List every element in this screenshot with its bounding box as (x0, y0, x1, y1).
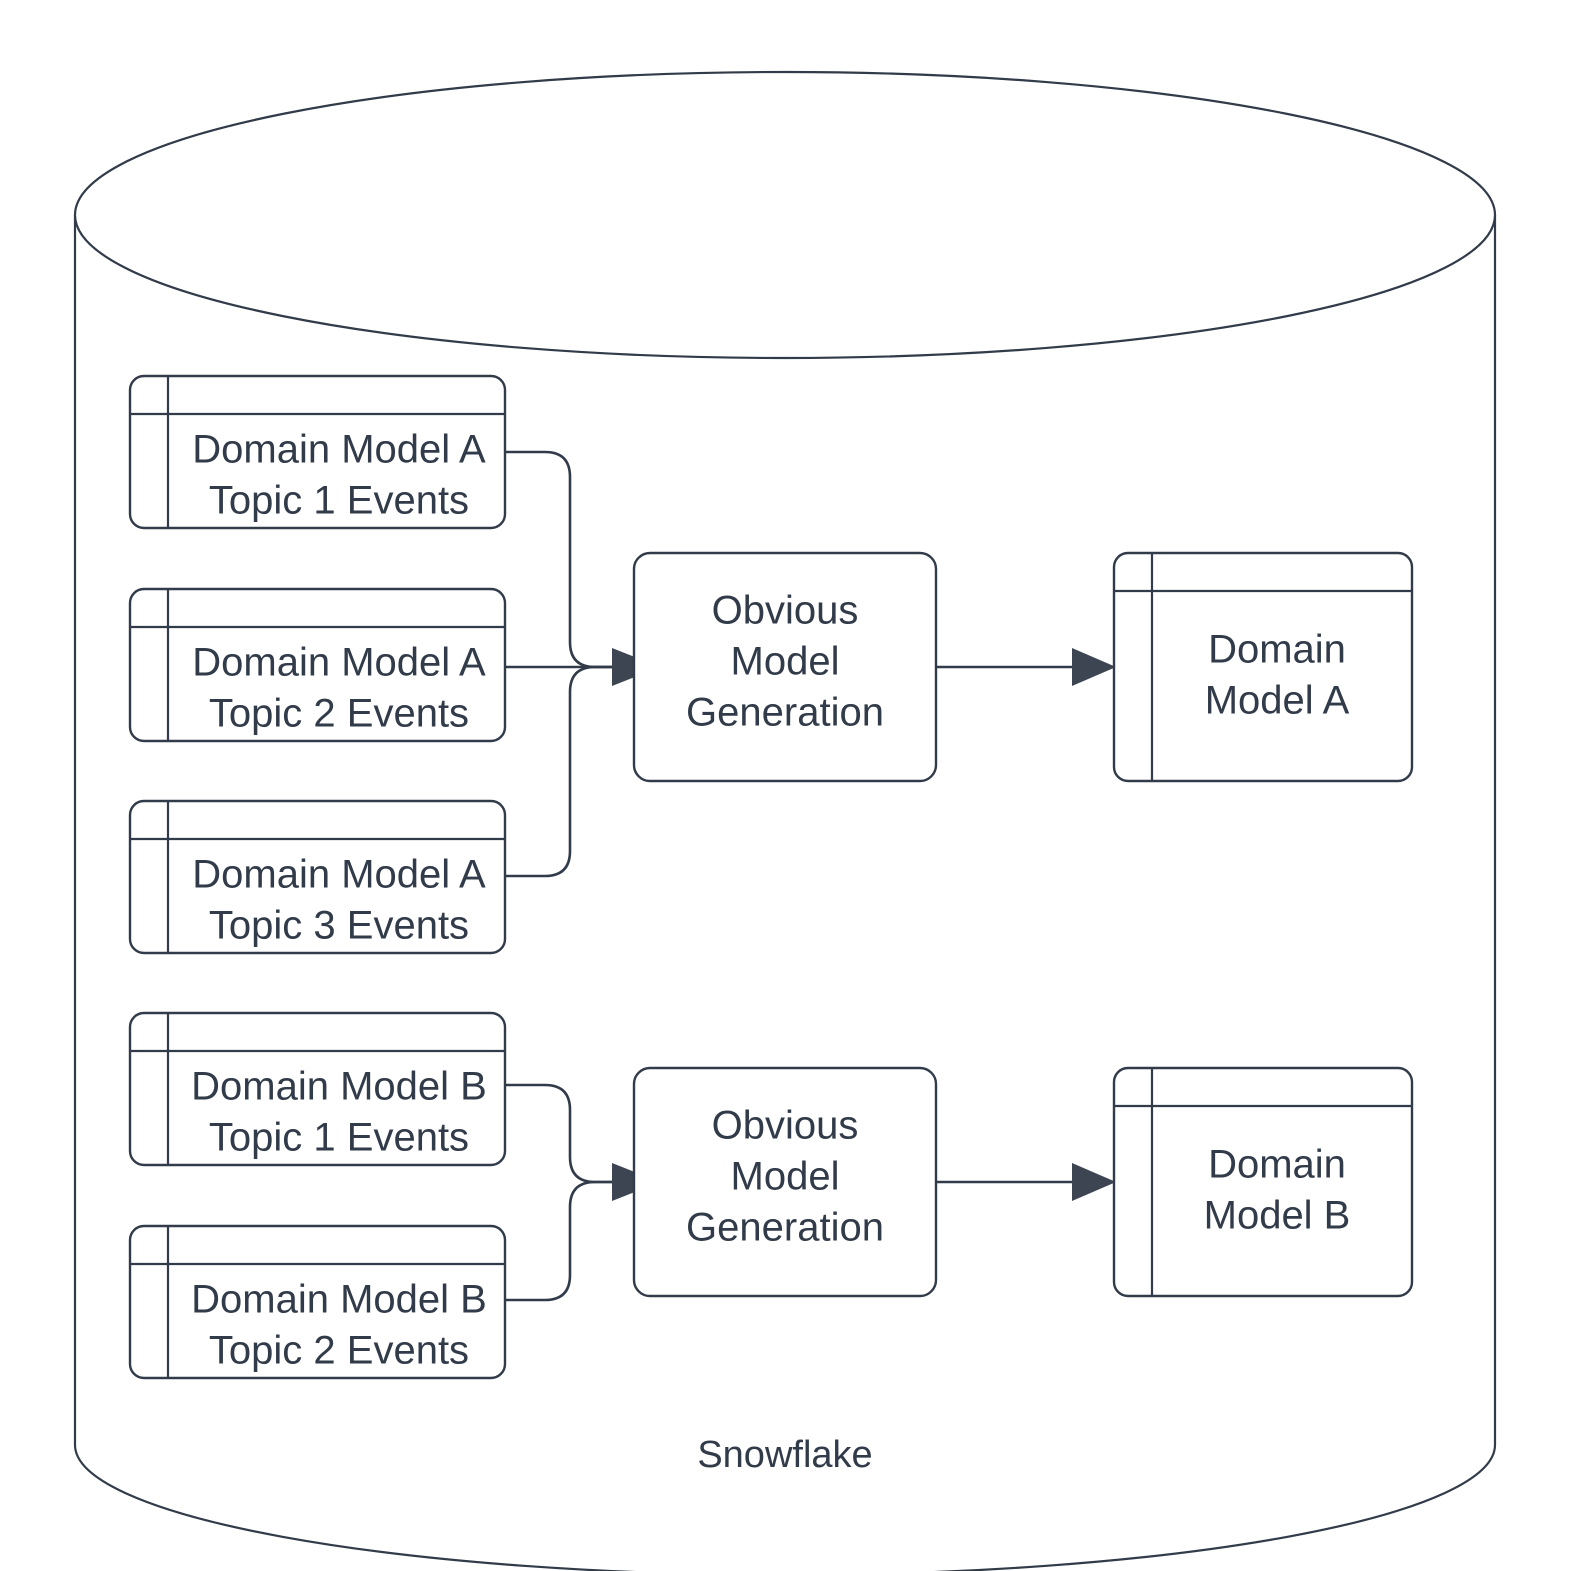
node-label-line1: Domain Model B (191, 1278, 487, 1322)
container-label: Snowflake (697, 1434, 872, 1476)
node-outline (128, 374, 507, 530)
cylinder-top-ellipse (73, 70, 1497, 360)
node-label-line1: Domain Model B (191, 1065, 487, 1109)
table-node-dm-b-topic-2[interactable]: Domain Model B Topic 2 Events (128, 1224, 507, 1380)
table-node-dm-b-topic-1[interactable]: Domain Model B Topic 1 Events (128, 1011, 507, 1167)
node-label-line3: Generation (686, 1206, 884, 1250)
node-outline (128, 587, 507, 743)
node-label-line1: Obvious (712, 1104, 859, 1148)
arrow-head-into-domain-model-b (1072, 1163, 1116, 1201)
node-label-line1: Domain Model A (192, 641, 486, 685)
node-label-line2: Model (731, 1155, 840, 1199)
edge-dm-b-topic-1-to-generation-b (505, 1083, 612, 1184)
node-label-line1: Domain Model A (192, 428, 486, 472)
node-outline (1112, 551, 1414, 783)
node-label-line1: Domain (1208, 628, 1346, 672)
node-fill (634, 1068, 936, 1296)
edge-dm-a-topic-3-to-generation-a (505, 665, 612, 878)
table-node-domain-model-a[interactable]: Domain Model A (1112, 551, 1414, 783)
cylinder-top-fill (75, 72, 1495, 358)
node-label-line2: Topic 3 Events (209, 904, 469, 948)
process-node-obvious-model-generation-a[interactable]: Obvious Model Generation (632, 551, 938, 783)
node-label-line2: Model (731, 640, 840, 684)
arrow-head-into-domain-model-a (1072, 648, 1116, 686)
node-label-line1: Domain Model A (192, 853, 486, 897)
cylinder-walls (73, 215, 1497, 1571)
edge-dm-b-topic-2-to-generation-b (505, 1180, 612, 1302)
process-node-obvious-model-generation-b[interactable]: Obvious Model Generation (632, 1066, 938, 1298)
node-outline (632, 551, 938, 783)
node-label-line2: Topic 1 Events (209, 1116, 469, 1160)
node-label-line1: Domain (1208, 1143, 1346, 1187)
node-label-line2: Topic 2 Events (209, 692, 469, 736)
node-outline (1112, 1066, 1414, 1298)
node-label-line2: Model B (1204, 1194, 1351, 1238)
node-outline (128, 1011, 507, 1167)
node-fill (634, 553, 936, 781)
table-node-dm-a-topic-3[interactable]: Domain Model A Topic 3 Events (128, 799, 507, 955)
node-label-line1: Obvious (712, 589, 859, 633)
node-fill (1114, 1068, 1412, 1296)
node-label-line2: Topic 1 Events (209, 479, 469, 523)
node-fill (1114, 553, 1412, 781)
table-node-dm-a-topic-2[interactable]: Domain Model A Topic 2 Events (128, 587, 507, 743)
table-node-dm-a-topic-1[interactable]: Domain Model A Topic 1 Events (128, 374, 507, 530)
node-outline (128, 799, 507, 955)
node-label-line2: Model A (1205, 679, 1350, 723)
edge-dm-a-topic-1-to-generation-a (505, 450, 612, 669)
node-label-line2: Topic 2 Events (209, 1329, 469, 1373)
edge-group-a (505, 450, 1116, 878)
node-outline (632, 1066, 938, 1298)
node-outline (128, 1224, 507, 1380)
node-label-line3: Generation (686, 691, 884, 735)
table-node-domain-model-b[interactable]: Domain Model B (1112, 1066, 1414, 1298)
